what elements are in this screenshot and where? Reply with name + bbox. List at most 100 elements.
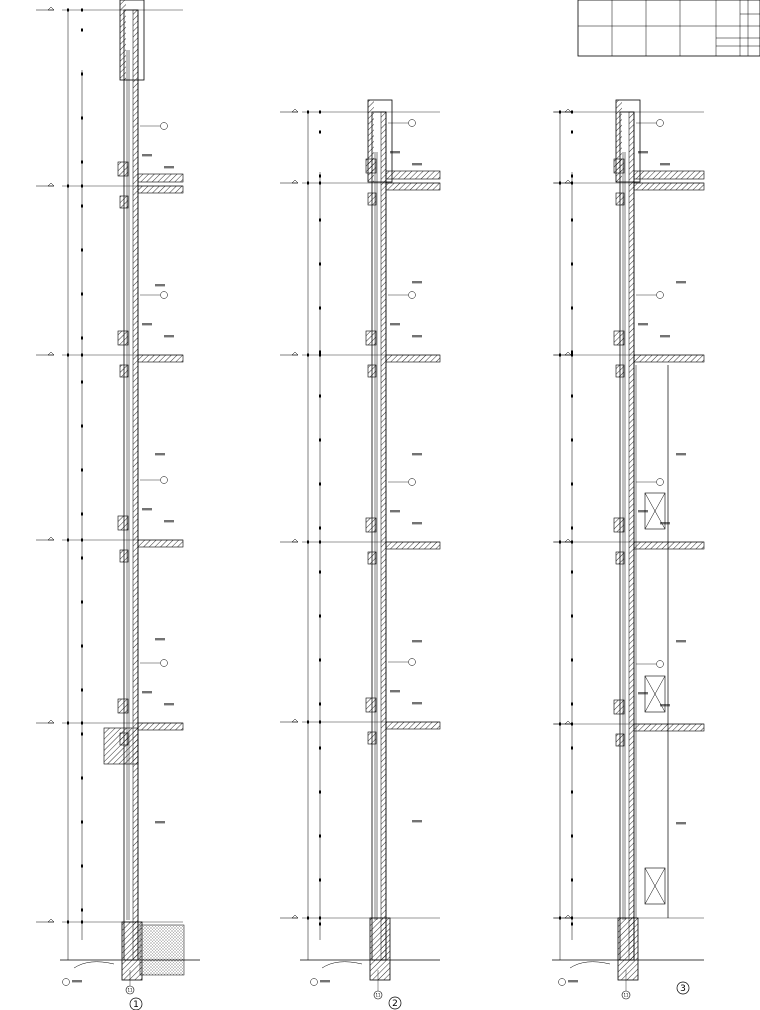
wall-section-1: 111 — [36, 0, 200, 1010]
sill-detail — [613, 330, 625, 346]
sill-detail — [365, 330, 377, 346]
dimension-tick — [81, 732, 83, 736]
annotation-mark — [164, 335, 174, 338]
level-triangle-icon — [291, 538, 299, 543]
dimension-tick — [81, 204, 83, 208]
sill-detail — [365, 697, 377, 713]
floor-slab — [633, 541, 705, 550]
foundation-wall — [617, 917, 639, 981]
level-triangle-icon — [564, 914, 572, 919]
dimension-tick — [81, 8, 83, 12]
annotation-mark — [638, 151, 648, 154]
section-number: 2 — [392, 999, 398, 1009]
wall-hatch — [380, 111, 387, 961]
annotation-mark — [660, 163, 670, 166]
level-triangle-icon — [564, 351, 572, 356]
dimension-tick — [81, 28, 83, 32]
annotation-mark — [412, 522, 422, 525]
dimension-tick — [319, 878, 321, 882]
grade-line — [321, 961, 363, 969]
room-label-mark — [676, 640, 686, 643]
floor-slab — [385, 182, 441, 191]
dimension-tick — [571, 181, 573, 185]
head-detail — [615, 551, 625, 565]
dimension-tick — [559, 353, 561, 357]
detail-reference-icon — [310, 978, 318, 986]
section-number-bubble-icon — [129, 997, 143, 1010]
level-triangle-icon — [47, 719, 55, 724]
sill-detail — [117, 515, 129, 531]
head-detail — [615, 364, 625, 378]
dimension-tick — [319, 540, 321, 544]
title-block — [577, 0, 760, 57]
dimension-tick — [81, 468, 83, 472]
dimension-tick — [319, 916, 321, 920]
dimension-tick — [67, 353, 69, 357]
dimension-tick — [319, 181, 321, 185]
dimension-tick — [571, 110, 573, 114]
section-number: 1 — [133, 1000, 139, 1010]
head-detail — [119, 195, 129, 209]
sill-detail — [613, 517, 625, 533]
dimension-tick — [81, 776, 83, 780]
detail-callout-icon — [160, 659, 168, 667]
level-triangle-icon — [47, 536, 55, 541]
parapet-hatch — [616, 100, 622, 182]
dimension-tick — [307, 540, 309, 544]
detail-callout-icon — [160, 291, 168, 299]
dimension-tick — [81, 380, 83, 384]
detail-callout-icon — [656, 478, 664, 486]
detail-callout-icon — [160, 476, 168, 484]
foundation-wall — [121, 921, 143, 981]
earth-fill — [139, 924, 185, 976]
dimension-tick — [67, 8, 69, 12]
dimension-tick — [559, 722, 561, 726]
dimension-tick — [571, 834, 573, 838]
cross-mark — [644, 675, 666, 713]
floor-slab — [137, 722, 184, 731]
dimension-tick — [81, 116, 83, 120]
detail-callout-icon — [656, 291, 664, 299]
detail-callout-icon — [408, 658, 416, 666]
roof-slab — [137, 173, 184, 183]
dimension-tick — [571, 438, 573, 442]
dimension-tick — [319, 262, 321, 266]
floor-slab — [137, 539, 184, 548]
dimension-tick — [319, 658, 321, 662]
room-label-mark — [676, 281, 686, 284]
head-detail — [119, 364, 129, 378]
dimension-tick — [571, 722, 573, 726]
floor-slab — [633, 723, 705, 732]
floor-slab — [385, 354, 441, 363]
room-label-mark — [412, 453, 422, 456]
annotation-mark — [142, 323, 152, 326]
wall-hatch — [132, 9, 139, 961]
detail-callout-icon — [408, 291, 416, 299]
room-label-mark — [155, 638, 165, 641]
level-triangle-icon — [47, 918, 55, 923]
dimension-tick — [571, 174, 573, 178]
level-triangle-icon — [47, 6, 55, 11]
dimension-tick — [571, 916, 573, 920]
dimension-tick — [319, 922, 321, 926]
dimension-tick — [319, 702, 321, 706]
dimension-tick — [319, 746, 321, 750]
dimension-tick — [571, 350, 573, 354]
dimension-tick — [571, 482, 573, 486]
dimension-tick — [319, 306, 321, 310]
detail-reference-text-mark — [568, 980, 578, 983]
room-label-mark — [155, 284, 165, 287]
level-triangle-icon — [291, 914, 299, 919]
dimension-tick — [81, 721, 83, 725]
dimension-tick — [81, 336, 83, 340]
dimension-tick — [559, 110, 561, 114]
section-number: 3 — [680, 984, 686, 994]
dimension-tick — [319, 218, 321, 222]
dimension-tick — [81, 512, 83, 516]
dimension-tick — [571, 130, 573, 134]
head-detail — [367, 731, 377, 745]
dimension-tick — [307, 110, 309, 114]
dimension-tick — [319, 353, 321, 357]
detail-reference-text-mark — [320, 980, 330, 983]
